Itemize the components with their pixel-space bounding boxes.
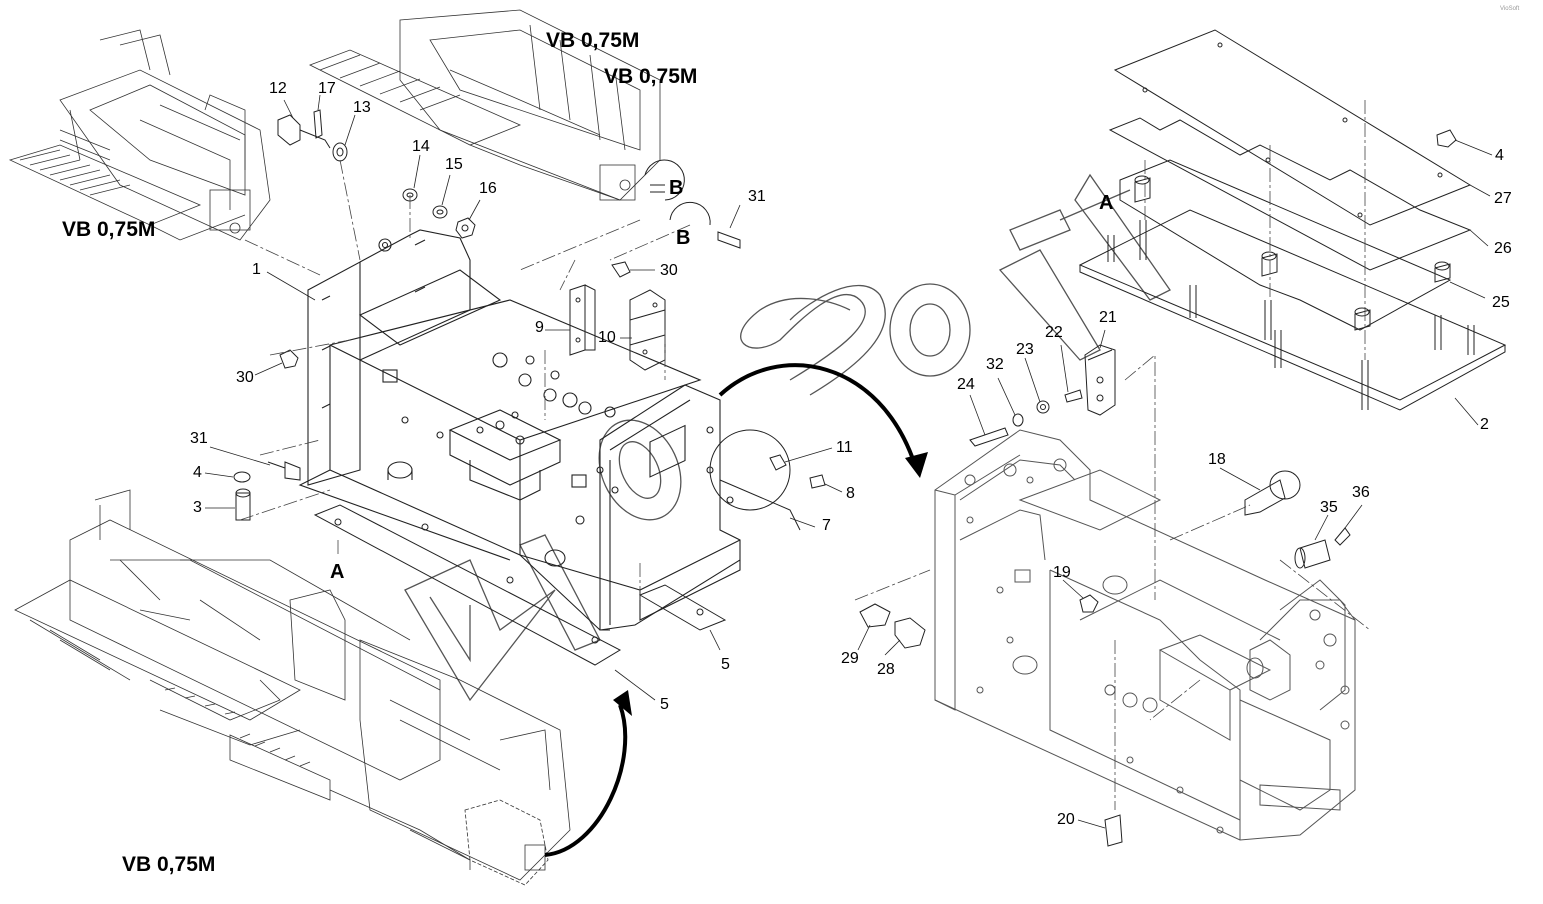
part-number: 4 bbox=[1495, 147, 1504, 164]
part-number: 11 bbox=[836, 439, 853, 456]
part-number: 24 bbox=[957, 376, 975, 393]
part-number: 8 bbox=[846, 485, 855, 502]
part-number: 25 bbox=[1492, 294, 1510, 311]
part-number: 32 bbox=[986, 356, 1004, 373]
watermark-letters bbox=[404, 173, 1171, 702]
part-number: 3 bbox=[193, 499, 202, 516]
part-number: 21 bbox=[1099, 309, 1117, 326]
part-number: 20 bbox=[1057, 811, 1075, 828]
model-label: VB 0,75M bbox=[604, 65, 698, 88]
detail-circle-11 bbox=[709, 429, 801, 531]
part-number: 4 bbox=[193, 464, 202, 481]
part-number: 31 bbox=[748, 188, 766, 205]
model-label: VB 0,75M bbox=[546, 29, 640, 52]
part-number: 30 bbox=[660, 262, 678, 279]
machine-top bbox=[309, 9, 661, 201]
part-number: 36 bbox=[1352, 484, 1370, 501]
part-number: 16 bbox=[479, 180, 497, 197]
right-frame bbox=[934, 429, 1356, 841]
part-number: 18 bbox=[1208, 451, 1226, 468]
part-number: 29 bbox=[841, 650, 859, 667]
part-number: 7 bbox=[822, 517, 831, 534]
detail-letter-a: A bbox=[330, 561, 345, 583]
construction-lines bbox=[239, 159, 691, 600]
machine-topleft bbox=[8, 29, 271, 241]
watermark-text: VioSoft bbox=[1500, 6, 1520, 12]
detail-letter-b: B bbox=[676, 227, 691, 249]
detail-letter-a: A bbox=[1099, 192, 1114, 214]
arrow-heads bbox=[613, 452, 928, 716]
part-number: 10 bbox=[598, 329, 616, 346]
part-number: 13 bbox=[353, 99, 371, 116]
construction-lines-right bbox=[854, 100, 1371, 810]
part-number: 1 bbox=[252, 261, 261, 278]
part-number: 30 bbox=[236, 369, 254, 386]
detail-circles-b bbox=[644, 159, 711, 226]
part-number: 19 bbox=[1053, 564, 1071, 581]
part-number: 17 bbox=[318, 80, 336, 97]
part-number: 23 bbox=[1016, 341, 1034, 358]
right-plates bbox=[1078, 29, 1507, 411]
part-number: 22 bbox=[1045, 324, 1063, 341]
part-number: 27 bbox=[1494, 190, 1512, 207]
part-number: 35 bbox=[1320, 499, 1338, 516]
machine-bottom bbox=[14, 489, 571, 886]
part-number: 9 bbox=[535, 319, 544, 336]
screws-center bbox=[233, 231, 826, 521]
part-number: 5 bbox=[721, 656, 730, 673]
part-number: 2 bbox=[1480, 416, 1489, 433]
small-blocks bbox=[569, 284, 666, 371]
part-number: 26 bbox=[1494, 240, 1512, 257]
detail-letter-b: B bbox=[669, 177, 684, 199]
right-hardware bbox=[859, 344, 1351, 847]
part-number: 31 bbox=[190, 430, 208, 447]
model-label: VB 0,75M bbox=[62, 218, 156, 241]
main-frame bbox=[298, 229, 741, 631]
curved-arrows bbox=[544, 363, 917, 857]
part-number: 12 bbox=[269, 80, 287, 97]
part-number: 15 bbox=[445, 156, 463, 173]
model-label: VB 0,75M bbox=[122, 853, 216, 876]
part-number: 14 bbox=[412, 138, 430, 155]
leader-lines bbox=[204, 94, 1493, 829]
part-number: 5 bbox=[660, 696, 669, 713]
part-number: 28 bbox=[877, 661, 895, 678]
gasket-parts bbox=[313, 504, 727, 666]
small-hardware-top bbox=[277, 109, 476, 239]
